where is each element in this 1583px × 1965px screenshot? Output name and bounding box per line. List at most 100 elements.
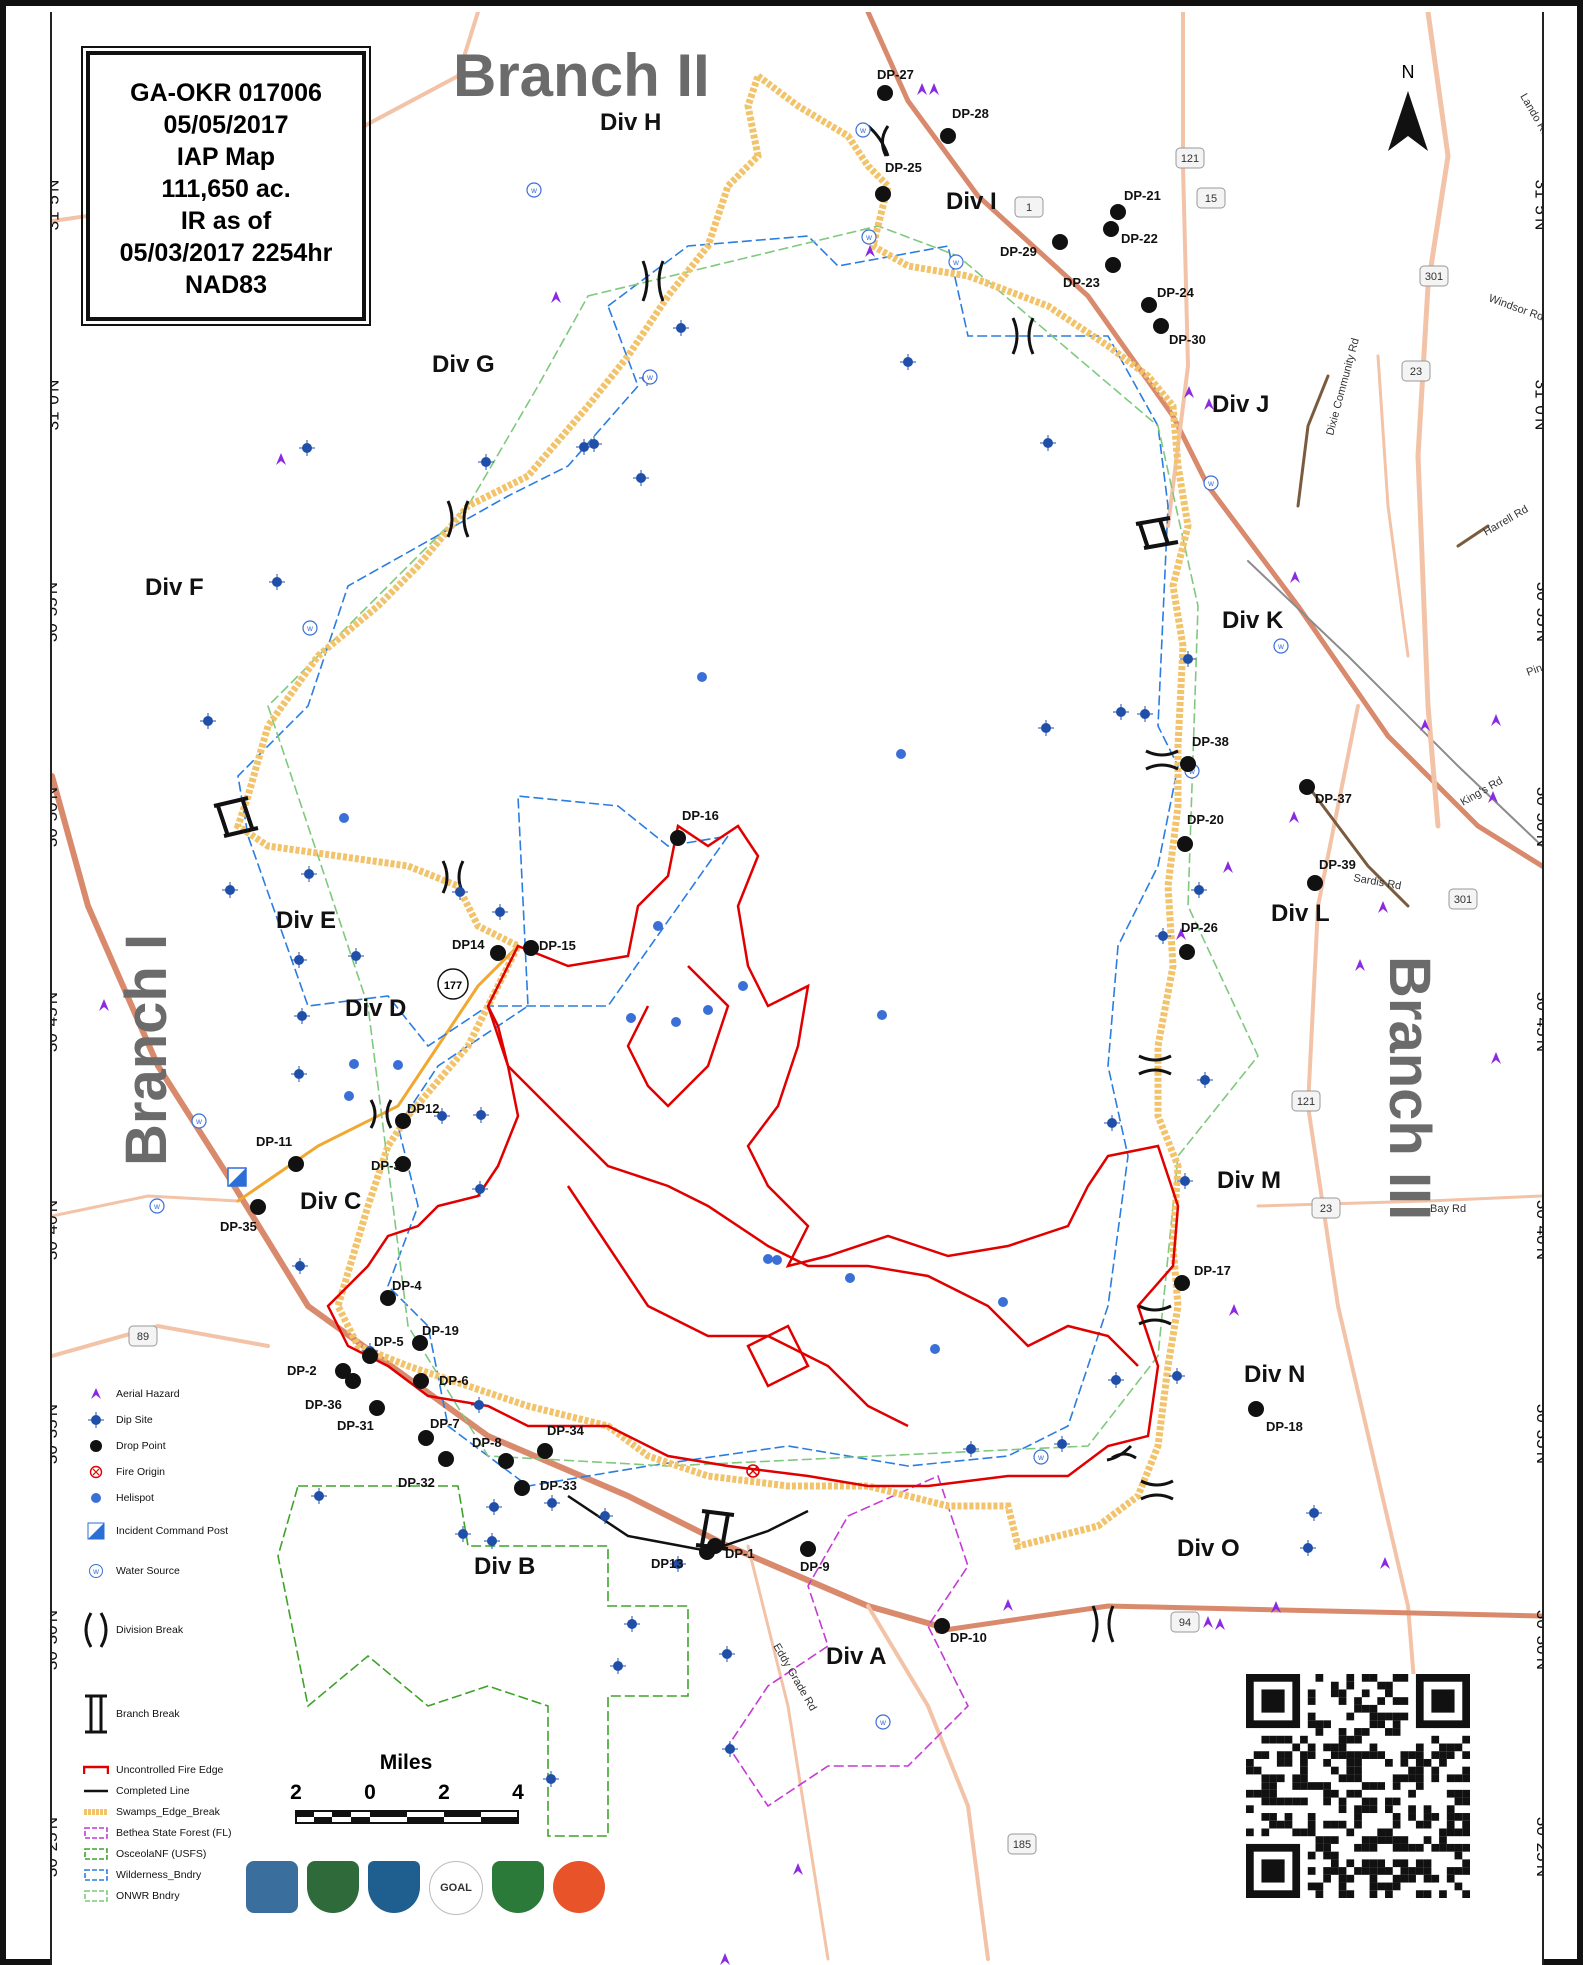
dip-site-icon[interactable]	[719, 1646, 735, 1662]
aerial-hazard-icon[interactable]	[1491, 714, 1501, 726]
water-source-icon[interactable]: w	[1203, 475, 1219, 491]
aerial-hazard-icon[interactable]	[1223, 861, 1233, 873]
drop-point-6[interactable]: DP-6	[413, 1373, 469, 1389]
water-source-icon[interactable]: w	[875, 1714, 891, 1730]
water-source-icon[interactable]: w	[948, 254, 964, 270]
dip-site-icon[interactable]	[624, 1616, 640, 1632]
water-source-icon[interactable]: w	[149, 1198, 165, 1214]
drop-point-19[interactable]: DP-19	[412, 1323, 459, 1351]
drop-point-7[interactable]: DP-7	[418, 1416, 460, 1446]
drop-point-30[interactable]: DP-30	[1153, 318, 1206, 347]
helispot-icon[interactable]	[697, 672, 707, 682]
helispot-icon[interactable]	[626, 1013, 636, 1023]
aerial-hazard-icon[interactable]	[793, 1863, 803, 1875]
aerial-hazard-icon[interactable]	[720, 1953, 730, 1965]
dip-site-icon[interactable]	[670, 1556, 686, 1572]
drop-point-14[interactable]: DP14	[452, 937, 506, 961]
water-source-icon[interactable]: w	[191, 1113, 207, 1129]
dip-site-icon[interactable]	[1040, 435, 1056, 451]
water-source-icon[interactable]: w	[861, 229, 877, 245]
helispot-icon[interactable]	[349, 1059, 359, 1069]
dip-site-icon[interactable]	[291, 952, 307, 968]
dip-site-icon[interactable]	[1180, 651, 1196, 667]
drop-point-16[interactable]: DP-16	[670, 808, 719, 846]
fire-origin-icon[interactable]	[746, 1464, 760, 1478]
drop-point-34[interactable]: DP-34	[537, 1423, 585, 1459]
dip-site-icon[interactable]	[1038, 720, 1054, 736]
dip-site-icon[interactable]	[472, 1181, 488, 1197]
qr-code[interactable]	[1246, 1674, 1470, 1898]
drop-point-24[interactable]: DP-24	[1141, 285, 1195, 313]
dip-site-icon[interactable]	[269, 574, 285, 590]
drop-point-39[interactable]: DP-39	[1307, 857, 1356, 891]
drop-point-13[interactable]: DP13	[651, 1544, 715, 1571]
water-source-icon[interactable]: w	[526, 182, 542, 198]
dip-site-icon[interactable]	[900, 354, 916, 370]
aerial-hazard-icon[interactable]	[865, 245, 875, 257]
dip-site-icon[interactable]	[544, 1495, 560, 1511]
aerial-hazard-icon[interactable]	[1204, 398, 1214, 410]
aerial-hazard-icon[interactable]	[1380, 1557, 1390, 1569]
dip-site-icon[interactable]	[1191, 882, 1207, 898]
drop-point-26[interactable]: DP-26	[1179, 920, 1218, 960]
drop-point-35[interactable]: DP-35	[220, 1199, 266, 1234]
dip-site-icon[interactable]	[1177, 1173, 1193, 1189]
aerial-hazard-icon[interactable]	[1378, 901, 1388, 913]
dip-site-icon[interactable]	[291, 1066, 307, 1082]
dip-site-icon[interactable]	[452, 884, 468, 900]
dip-site-icon[interactable]	[963, 1441, 979, 1457]
aerial-hazard-icon[interactable]	[1203, 1616, 1213, 1628]
aerial-hazard-icon[interactable]	[1289, 811, 1299, 823]
dip-site-icon[interactable]	[586, 436, 602, 452]
aerial-hazard-icon[interactable]	[1176, 928, 1186, 940]
dip-site-icon[interactable]	[1054, 1436, 1070, 1452]
aerial-hazard-icon[interactable]	[276, 453, 286, 465]
aerial-hazard-icon[interactable]	[1271, 1601, 1281, 1613]
dip-site-icon[interactable]	[633, 470, 649, 486]
dip-site-icon[interactable]	[486, 1499, 502, 1515]
dip-site-icon[interactable]	[348, 948, 364, 964]
aerial-hazard-icon[interactable]	[1290, 571, 1300, 583]
water-source-icon[interactable]: w	[1273, 638, 1289, 654]
dip-site-icon[interactable]	[1155, 928, 1171, 944]
helispot-icon[interactable]	[738, 981, 748, 991]
dip-site-icon[interactable]	[484, 1533, 500, 1549]
helispot-icon[interactable]	[998, 1297, 1008, 1307]
helispot-icon[interactable]	[344, 1091, 354, 1101]
aerial-hazard-icon[interactable]	[551, 291, 561, 303]
dip-site-icon[interactable]	[301, 866, 317, 882]
drop-point-29[interactable]: DP-29	[1000, 234, 1068, 259]
drop-point-31[interactable]: DP-31	[337, 1400, 385, 1433]
helispot-icon[interactable]	[877, 1010, 887, 1020]
dip-site-icon[interactable]	[200, 713, 216, 729]
drop-point-3[interactable]: DP-3	[371, 1156, 411, 1173]
dip-site-icon[interactable]	[597, 1508, 613, 1524]
dip-site-icon[interactable]	[292, 1258, 308, 1274]
drop-point-21[interactable]: DP-21	[1110, 188, 1161, 220]
drop-point-17[interactable]: DP-17	[1174, 1263, 1231, 1291]
drop-point-33[interactable]: DP-33	[514, 1478, 577, 1496]
dip-site-icon[interactable]	[1113, 704, 1129, 720]
aerial-hazard-icon[interactable]	[1215, 1618, 1225, 1630]
dip-site-icon[interactable]	[455, 1526, 471, 1542]
dip-site-icon[interactable]	[222, 882, 238, 898]
dip-site-icon[interactable]	[311, 1488, 327, 1504]
aerial-hazard-icon[interactable]	[1355, 959, 1365, 971]
helispot-icon[interactable]	[671, 1017, 681, 1027]
dip-site-icon[interactable]	[1197, 1072, 1213, 1088]
helispot-icon[interactable]	[896, 749, 906, 759]
helispot-icon[interactable]	[653, 921, 663, 931]
aerial-hazard-icon[interactable]	[99, 999, 109, 1011]
water-source-icon[interactable]: w	[642, 369, 658, 385]
aerial-hazard-icon[interactable]	[1488, 791, 1498, 803]
drop-point-23[interactable]: DP-23	[1063, 257, 1121, 290]
drop-point-12[interactable]: DP12	[395, 1101, 440, 1129]
drop-point-15[interactable]: DP-15	[523, 938, 576, 956]
drop-point-36[interactable]: DP-36	[305, 1373, 361, 1412]
dip-site-icon[interactable]	[1169, 1368, 1185, 1384]
drop-point-5[interactable]: DP-5	[362, 1334, 404, 1364]
water-source-icon[interactable]: w	[302, 620, 318, 636]
drop-point-10[interactable]: DP-10	[934, 1618, 987, 1645]
